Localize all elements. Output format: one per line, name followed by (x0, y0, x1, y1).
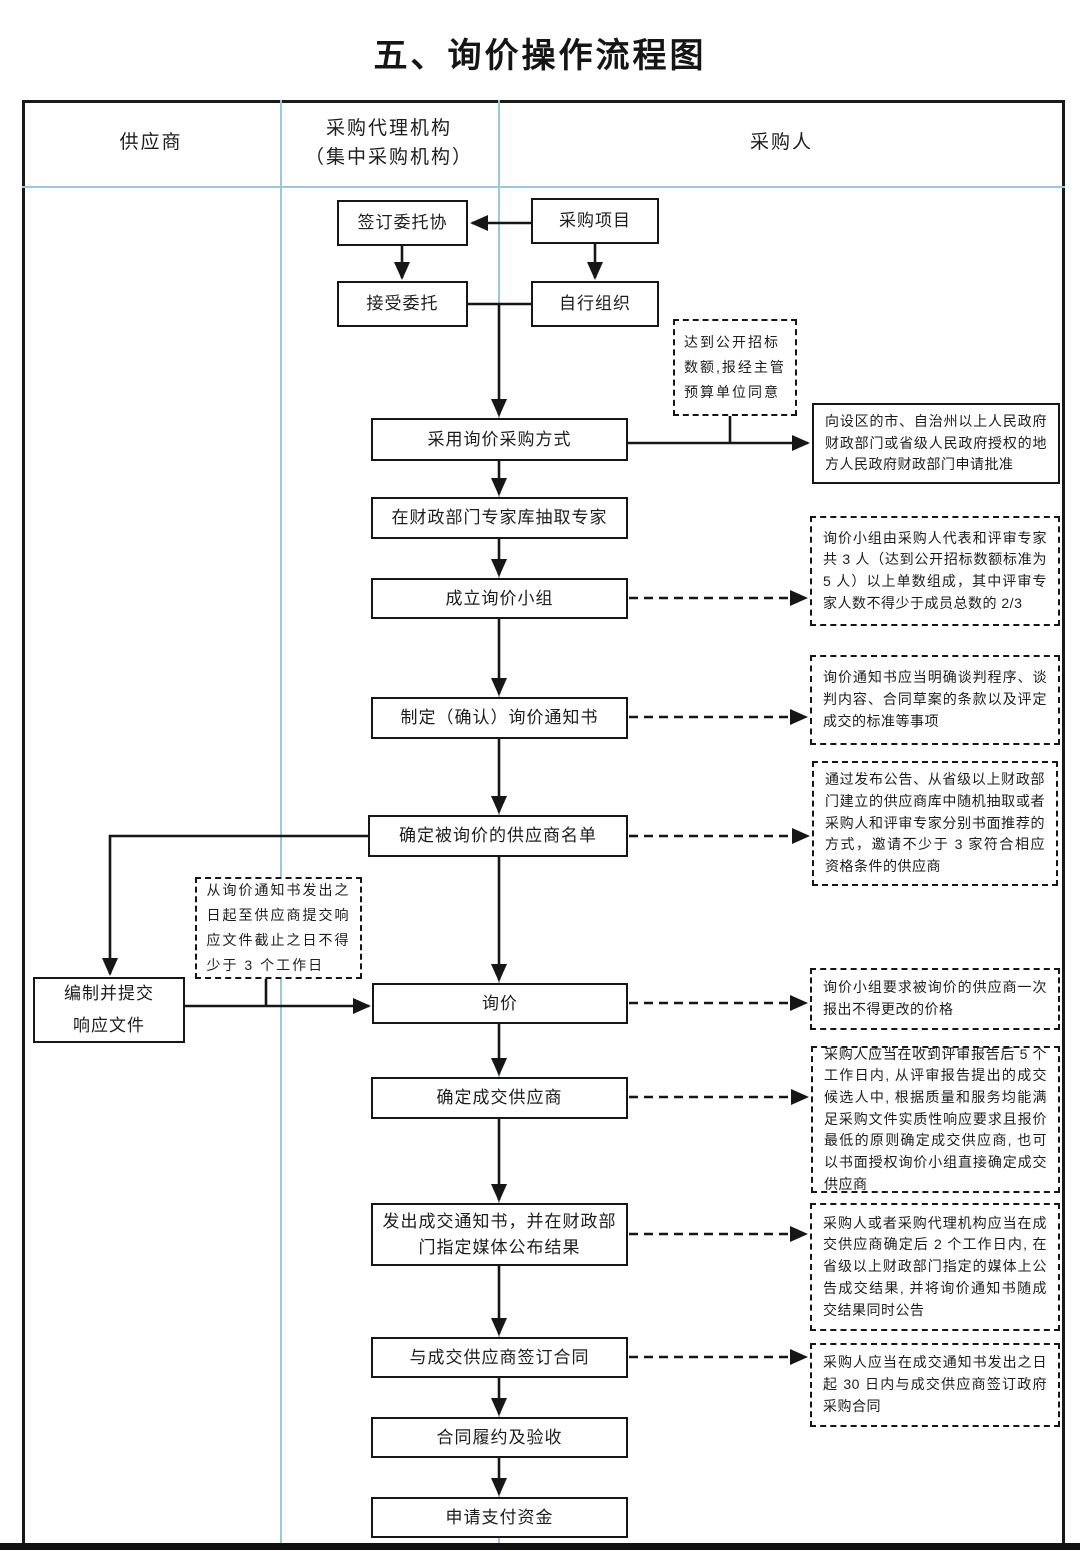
node-prepare-response: 编制并提交 响应文件 (33, 977, 185, 1043)
node-determine-winner: 确定成交供应商 (371, 1077, 628, 1119)
annotation-notice-content: 询价通知书应当明确谈判程序、谈判内容、合同草案的条款以及评定成交的标准等事项 (810, 655, 1060, 745)
page-title: 五、询价操作流程图 (373, 37, 707, 75)
node-inquiry: 询价 (372, 983, 628, 1024)
lane-divider-left (280, 100, 282, 1543)
node-accept-entrustment: 接受委托 (337, 281, 468, 327)
node-supplier-list: 确定被询价的供应商名单 (368, 815, 628, 857)
node-apply-payment: 申请支付资金 (371, 1497, 628, 1538)
annotation-team-composition: 询价小组由采购人代表和评审专家共 3 人（达到公开招标数额标准为 5 人）以上单… (810, 516, 1060, 626)
node-self-organize: 自行组织 (531, 281, 659, 327)
node-procurement-project: 采购项目 (531, 198, 659, 244)
node-make-inquiry-notice: 制定（确认）询价通知书 (371, 697, 628, 739)
bottom-border (0, 1543, 1080, 1550)
annotation-bidding-threshold: 达到公开招标 数额,报经主管 预算单位同意 (673, 319, 797, 416)
header-divider (22, 186, 1065, 188)
node-form-inquiry-team: 成立询价小组 (371, 578, 628, 619)
lane-header-supplier: 供应商 (119, 132, 183, 154)
node-adopt-inquiry-method: 采用询价采购方式 (371, 418, 628, 461)
node-sign-contract: 与成交供应商签订合同 (371, 1337, 628, 1378)
node-sign-agreement: 签订委托协 (337, 200, 468, 246)
annotation-one-quote: 询价小组要求被询价的供应商一次报出不得更改的价格 (810, 968, 1060, 1030)
lane-header-purchaser: 采购人 (749, 132, 813, 154)
annotation-invite-suppliers: 通过发布公告、从省级以上财政部门建立的供应商库中随机抽取或者采购人和评审专家分别… (812, 761, 1058, 886)
node-contract-performance: 合同履约及验收 (371, 1417, 628, 1458)
annotation-response-deadline: 从询价通知书发出之 日起至供应商提交响 应文件截止之日不得 少于 3 个工作日 (195, 877, 362, 979)
node-extract-experts: 在财政部门专家库抽取专家 (371, 497, 628, 539)
node-publish-result: 发出成交通知书，并在财政部 门指定媒体公布结果 (371, 1203, 628, 1266)
annotation-contract-deadline: 采购人应当在成交通知书发出之日起 30 日内与成交供应商签订政府采购合同 (810, 1343, 1060, 1427)
annotation-announce-rule: 采购人或者采购代理机构应当在成交供应商确定后 2 个工作日内, 在省级以上财政部… (810, 1203, 1060, 1331)
annotation-apply-approval: 向设区的市、自治州以上人民政府财政部门或省级人民政府授权的地方人民政府财政部门申… (812, 403, 1060, 484)
lane-header-agency: 采购代理机构 （集中采购机构） (304, 117, 473, 168)
annotation-winner-rule: 采购人应当在收到评审报告后 5 个工作日内, 从评审报告提出的成交候选人中, 根… (811, 1046, 1060, 1193)
